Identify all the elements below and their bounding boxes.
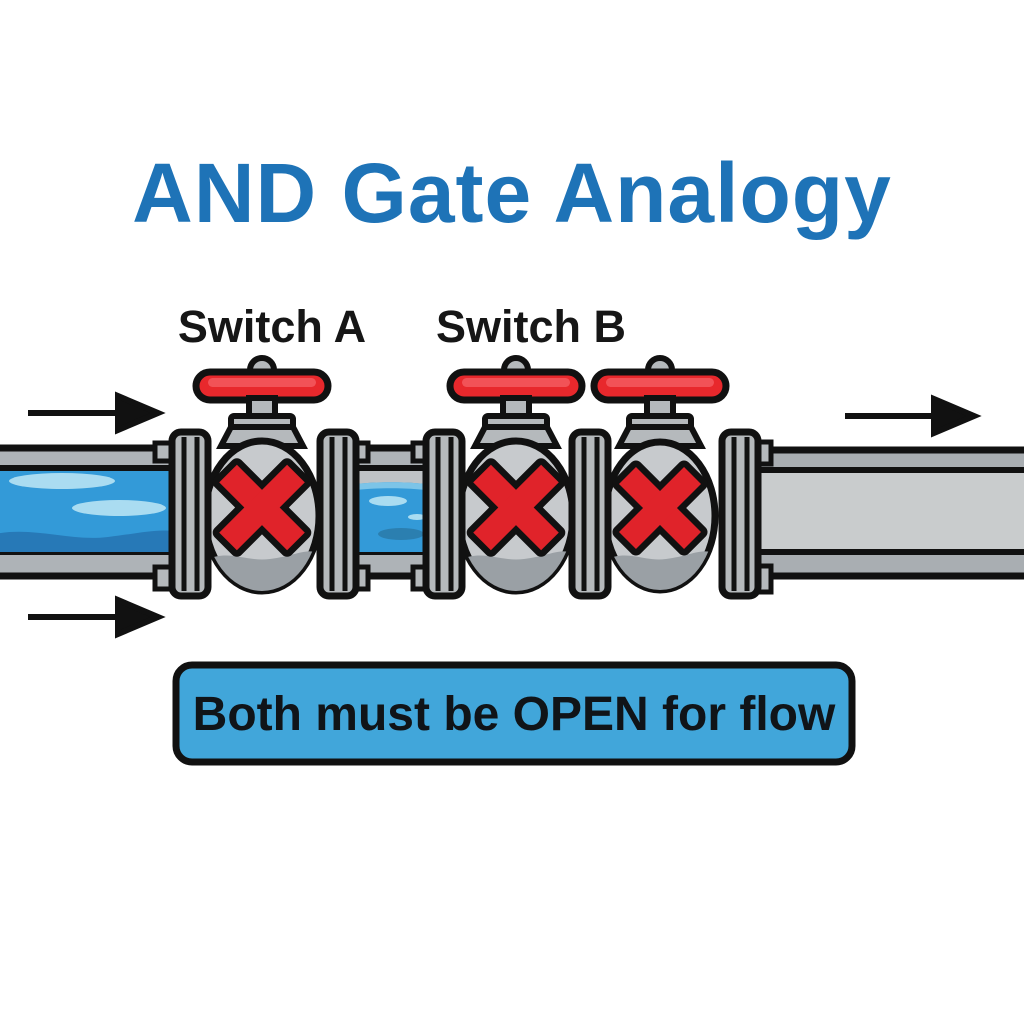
pipe-inlet	[0, 444, 188, 580]
valve-switch-a	[192, 355, 332, 595]
caption-banner: Both must be OPEN for flow	[172, 661, 856, 766]
valve-extra	[590, 355, 730, 594]
switch-a-label: Switch A	[178, 301, 366, 352]
valve-b-handle-highlight	[462, 378, 570, 387]
water-middle	[344, 482, 440, 552]
flange-c-right	[718, 428, 762, 600]
flange-a-left	[168, 428, 212, 600]
flow-arrow-outlet-icon	[845, 394, 982, 438]
flange-b-left	[422, 428, 466, 600]
pipe-flanges	[168, 428, 762, 600]
valve-c-handle-highlight	[606, 378, 714, 387]
valve-c-closed-x-icon	[612, 460, 708, 556]
page-title: AND Gate Analogy	[132, 146, 892, 240]
valve-a-handle-highlight	[208, 378, 316, 387]
caption-text: Both must be OPEN for flow	[193, 688, 836, 741]
valve-a-closed-x-icon	[212, 458, 312, 557]
water-inlet	[0, 473, 184, 552]
pipe-outlet	[732, 446, 1024, 580]
valve-b-closed-x-icon	[466, 458, 566, 557]
flange-b-c-middle	[568, 428, 612, 600]
valve-switch-b	[446, 355, 586, 595]
flange-a-right	[316, 428, 360, 600]
switch-b-label: Switch B	[436, 301, 626, 352]
flow-arrow-inlet-top-icon	[28, 391, 166, 435]
flow-arrow-inlet-bottom-icon	[28, 595, 166, 639]
